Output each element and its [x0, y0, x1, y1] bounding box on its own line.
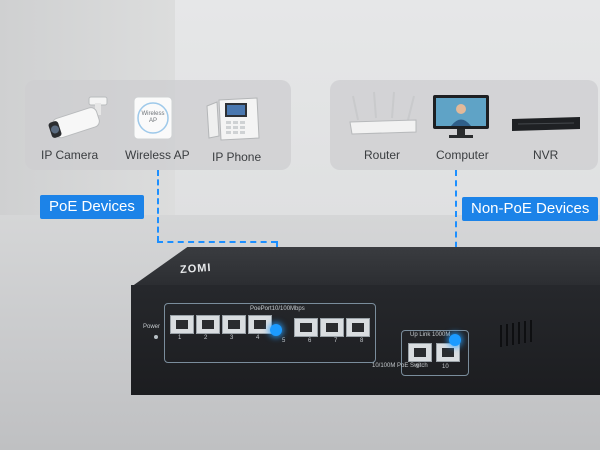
- port-number-3: 3: [230, 335, 234, 341]
- switch-top: [131, 247, 600, 287]
- computer-label: Computer: [436, 148, 489, 162]
- uplink-label: Up Link 1000M: [410, 332, 451, 338]
- uplink-number-10: 10: [442, 364, 449, 370]
- wireless-ap-icon-text: Wireless AP: [141, 111, 165, 124]
- poe-devices-badge: PoE Devices: [40, 195, 144, 219]
- camera-icon: [45, 95, 115, 140]
- poe-port-3[interactable]: [222, 315, 246, 334]
- poe-port-1[interactable]: [170, 315, 194, 334]
- router-icon: [348, 90, 418, 138]
- uplink-connection-dot: [449, 334, 461, 346]
- poe-port-group: [164, 303, 376, 363]
- poe-port-5[interactable]: [294, 318, 318, 337]
- poe-port-6[interactable]: [320, 318, 344, 337]
- switch-vent: [506, 324, 508, 346]
- wireless-ap-icon: Wireless AP: [133, 96, 173, 140]
- poe-connection-line-horizontal: [157, 241, 277, 243]
- port-number-8: 8: [360, 338, 364, 344]
- power-label: Power: [143, 324, 161, 330]
- poe-port-2[interactable]: [196, 315, 220, 334]
- computer-icon: [431, 93, 491, 139]
- poe-connection-line-vertical: [157, 170, 159, 242]
- nvr-label: NVR: [533, 148, 559, 162]
- switch-vent: [518, 322, 520, 344]
- port-number-4: 4: [256, 335, 260, 341]
- port-number-2: 2: [204, 335, 208, 341]
- nvr-icon: [510, 115, 582, 135]
- port-number-5: 5: [282, 338, 286, 344]
- port-number-1: 1: [178, 335, 182, 341]
- uplink-port-9[interactable]: [408, 343, 432, 362]
- switch-vent: [512, 323, 514, 345]
- poe-port-7[interactable]: [346, 318, 370, 337]
- port-number-6: 6: [308, 338, 312, 344]
- model-label: 10/100M PoE Switch: [372, 363, 428, 369]
- uplink-port-10[interactable]: [436, 343, 460, 362]
- uplink-number-9: 9: [416, 364, 420, 370]
- router-label: Router: [364, 148, 401, 162]
- power-led: [154, 335, 158, 339]
- poe-ports-label: PoePort10/100Mbps: [250, 306, 305, 312]
- poe-port-4[interactable]: [248, 315, 272, 334]
- poe-connection-dot: [270, 324, 282, 336]
- nonpoe-devices-badge: Non-PoE Devices: [462, 197, 599, 221]
- ip-camera-label: IP Camera: [41, 148, 99, 162]
- switch-vent: [530, 320, 532, 342]
- ip-phone-label: IP Phone: [212, 150, 262, 164]
- uplink-port-group: [401, 330, 469, 376]
- switch-vent: [500, 325, 502, 347]
- wireless-ap-label: Wireless AP: [125, 148, 190, 162]
- port-number-7: 7: [334, 338, 338, 344]
- switch-vent: [524, 321, 526, 343]
- phone-icon: [203, 96, 263, 142]
- switch-brand: ZOMI: [179, 261, 212, 277]
